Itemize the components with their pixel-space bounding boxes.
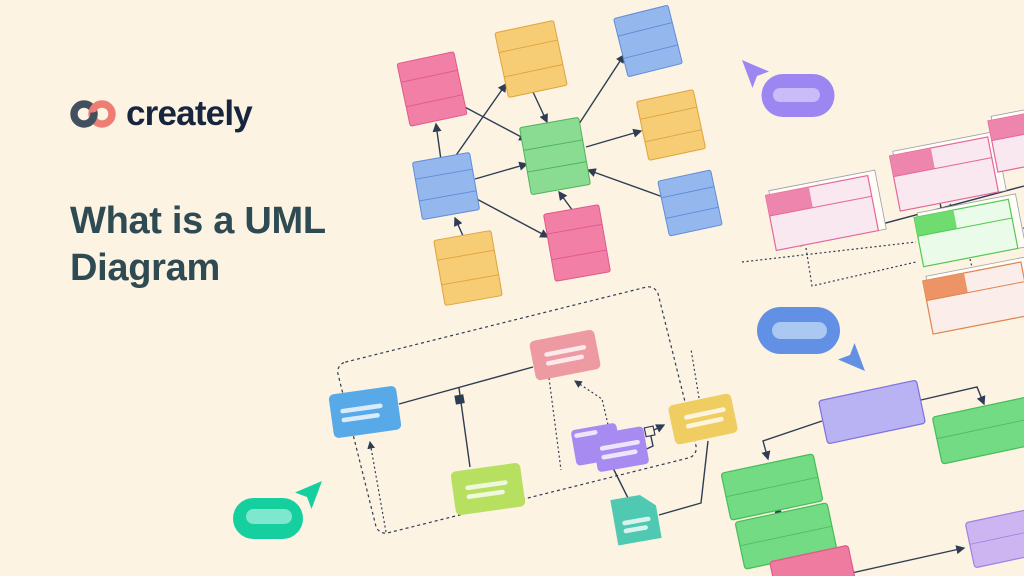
class-box-blue [657,169,723,237]
entity-box-pink [764,169,887,252]
flow-node-purple [818,380,926,444]
entity-box-pink [987,96,1024,173]
collaborator-cursor-green [233,481,322,539]
creately-logo-icon [70,100,116,128]
flow-node-green [932,393,1024,465]
seq-box-purple-note [571,423,649,472]
flow-node-green [720,453,824,521]
brand-name: creately [126,94,253,133]
flow-node-pink [769,545,859,576]
class-box-green-center [519,117,591,195]
dashed-container [337,286,697,534]
page-title: What is a UML Diagram [70,198,326,292]
collaborator-cursor-blue [757,307,865,371]
class-box-blue [412,152,480,220]
collaborator-cursor-purple [742,60,835,117]
class-box-yellow [636,89,706,161]
seq-box-yellow [668,393,738,445]
class-box-yellow [433,230,503,306]
class-box-blue [613,5,683,77]
hero-text-column: creately What is a UML Diagram [70,94,326,292]
sequence-diagram [328,286,738,546]
class-box-pink [543,204,611,282]
flowchart-diagram [720,380,1024,576]
flow-node-lavender [965,504,1024,568]
entity-box-pink [888,131,1007,212]
page-title-line-2: Diagram [70,247,220,289]
cursor-pill-label [772,322,827,339]
class-connectors [432,53,664,239]
cursor-arrow-purple-icon [742,60,769,88]
class-box-yellow [494,20,568,98]
seq-box-blue [328,386,402,438]
entity-diagram [741,96,1024,335]
seq-box-teal-document [610,494,662,546]
class-network-diagram [396,5,723,306]
cursor-pill-label [246,509,292,524]
sequence-connectors [367,348,709,533]
entity-box-orange [922,256,1024,335]
seq-box-lime [450,462,526,516]
creately-logo: creately [70,94,326,134]
cursor-pill-label [773,88,820,102]
cursor-arrow-green-icon [295,481,322,509]
seq-box-rose [529,329,601,381]
class-box-pink [396,51,468,127]
cursor-arrow-blue-icon [838,343,865,371]
entity-box-green [913,193,1024,268]
page-title-line-1: What is a UML [70,200,326,242]
